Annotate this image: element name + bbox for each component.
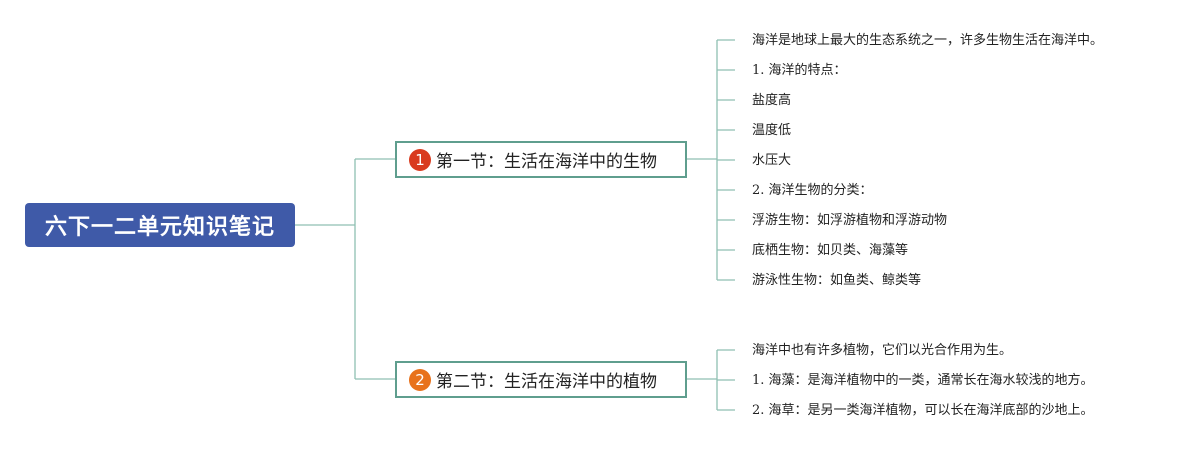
root-title: 六下一二单元知识笔记 [44,215,275,240]
section-1-topic[interactable]: 1 第一节：生活在海洋中的生物 [395,141,687,178]
section-1-item[interactable]: 温度低 [752,123,792,138]
section-1-title: 第一节：生活在海洋中的生物 [436,152,657,172]
root-topic[interactable]: 六下一二单元知识笔记 [25,203,295,247]
section-1-item[interactable]: 盐度高 [752,93,792,108]
section-1-item[interactable]: 海洋是地球上最大的生态系统之一，许多生物生活在海洋中。 [752,33,1104,48]
section-2-item[interactable]: 1. 海藻：是海洋植物中的一类，通常长在海水较浅的地方。 [752,373,1094,388]
priority-2-icon: 2 [409,368,431,391]
section-1-item[interactable]: 2. 海洋生物的分类： [752,183,873,198]
section-2-item[interactable]: 2. 海草：是另一类海洋植物，可以长在海洋底部的沙地上。 [752,403,1094,418]
section-1-item[interactable]: 1. 海洋的特点： [752,63,847,78]
section-2-topic[interactable]: 2 第二节：生活在海洋中的植物 [395,361,687,398]
priority-1-icon: 1 [409,148,431,171]
section-2-item[interactable]: 海洋中也有许多植物，它们以光合作用为生。 [752,343,1013,358]
section-2-title: 第二节：生活在海洋中的植物 [436,372,657,392]
section-1-item[interactable]: 游泳性生物：如鱼类、鲸类等 [752,273,922,288]
section-1-item[interactable]: 水压大 [752,153,792,168]
section-1-item[interactable]: 浮游生物：如浮游植物和浮游动物 [752,213,948,228]
section-1-item[interactable]: 底栖生物：如贝类、海藻等 [752,243,909,258]
